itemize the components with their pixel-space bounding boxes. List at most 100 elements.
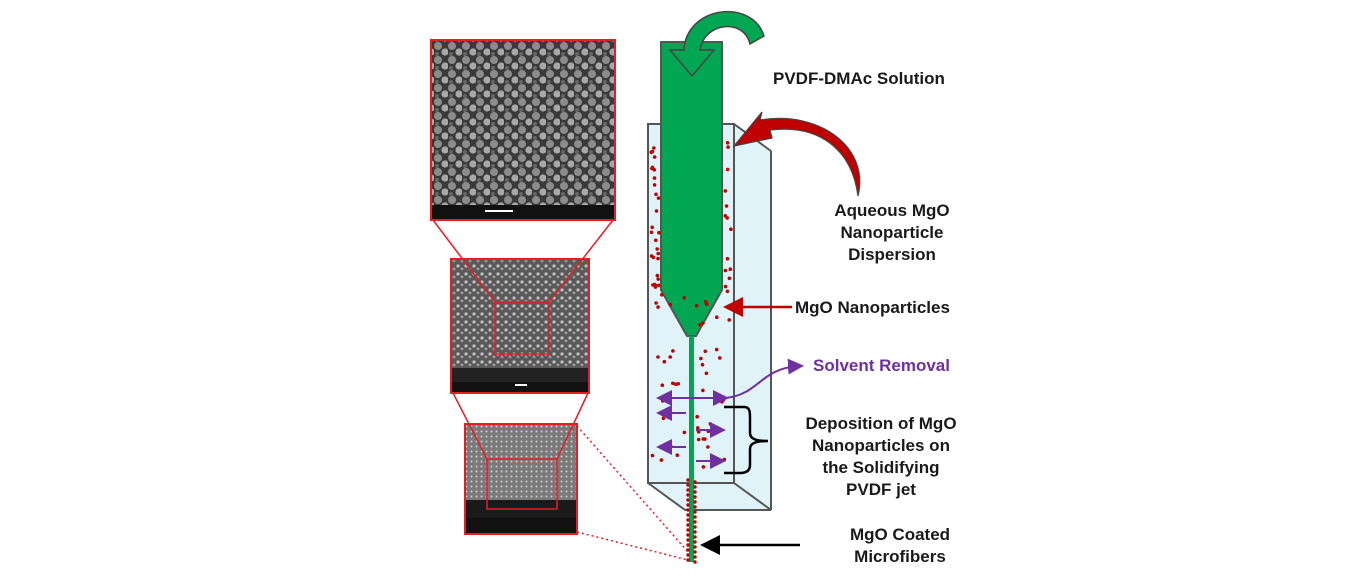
nanoparticle-dot — [682, 430, 687, 435]
label-deposition: Deposition of MgO Nanoparticles on the S… — [790, 413, 972, 501]
jet-particle-dot — [686, 548, 690, 552]
jet-particle-dot — [686, 523, 690, 527]
label-deposition-line1: Deposition of MgO — [805, 414, 957, 433]
nanoparticle-dot — [656, 305, 660, 309]
jet-particle-dot — [693, 560, 697, 564]
nanoparticle-dot — [650, 453, 655, 458]
jet-particle-dot — [693, 515, 697, 519]
jet-particle-dot — [686, 508, 690, 512]
nanoparticle-dot — [703, 437, 707, 441]
nanoparticle-dot — [728, 267, 733, 272]
nanoparticle-dot — [654, 301, 658, 305]
jet-particle-dot — [686, 558, 690, 562]
label-coated-microfibers: MgO Coated Microfibers — [830, 524, 970, 568]
nanoparticle-dot — [722, 457, 727, 462]
label-coated-line1: MgO Coated — [849, 525, 951, 544]
nanoparticle-dot — [723, 284, 728, 289]
nanoparticle-dot — [696, 426, 700, 430]
nanoparticle-dot — [650, 225, 654, 230]
nanoparticle-dot — [653, 283, 658, 287]
nanoparticle-dot — [675, 453, 680, 458]
nanoparticle-dot — [661, 416, 666, 421]
nanoparticle-dot — [700, 362, 705, 367]
spinneret — [660, 41, 723, 337]
nanoparticle-dot — [701, 465, 706, 469]
jet-particle-dot — [686, 538, 690, 542]
nanoparticle-dot — [705, 302, 709, 307]
nanoparticle-dot — [682, 296, 687, 300]
jet-particle-dot — [693, 520, 697, 524]
solution-feed-arrow — [668, 11, 765, 78]
jet-particle-dot — [693, 545, 697, 549]
label-coated-line2: Microfibers — [854, 547, 946, 566]
jet-particle-dot — [693, 505, 697, 509]
jet-particle-dot — [686, 513, 690, 517]
label-deposition-line3: the Solidifying — [822, 458, 940, 477]
nanoparticle-dot — [662, 359, 667, 364]
jet-particle-dot — [686, 478, 690, 482]
nanoparticle-dot — [655, 247, 659, 251]
jet-particle-dot — [693, 485, 697, 489]
nanoparticle-dot — [668, 355, 672, 359]
nanoparticle-dot — [650, 165, 655, 170]
nanoparticle-dot — [655, 273, 660, 278]
zoom-line-dotted — [576, 531, 689, 561]
nanoparticle-dot — [654, 238, 658, 243]
nanoparticle-dot — [657, 283, 661, 288]
nanoparticle-dot — [657, 230, 661, 235]
nanoparticle-dot — [714, 347, 719, 352]
nanoparticle-dot — [660, 383, 665, 388]
deposition-brace — [724, 405, 769, 475]
nanoparticle-dot — [725, 141, 730, 145]
zoom-line — [548, 219, 614, 303]
nanoparticle-dot — [723, 189, 728, 193]
nanoparticle-dot — [649, 230, 654, 235]
dispersion-feed-arrow — [732, 111, 861, 197]
nanoparticle-dot — [726, 145, 730, 149]
jet-particle-dot — [693, 490, 697, 494]
nanoparticle-dot — [696, 437, 701, 442]
label-solvent-removal: Solvent Removal — [813, 356, 950, 375]
nanoparticle-dot — [698, 323, 702, 327]
nanoparticle-dot — [725, 256, 730, 261]
jet-particle-dot — [693, 550, 697, 554]
jet-particle-dot — [686, 543, 690, 547]
jet-particle-dot — [686, 553, 690, 557]
nanoparticle-dot — [652, 183, 657, 187]
nanoparticle-dot — [659, 458, 664, 462]
jet-particle-dot — [686, 533, 690, 537]
nanoparticle-dot — [723, 214, 728, 218]
jet-particle-dot — [693, 510, 697, 514]
label-dispersion-line1: Aqueous MgO — [834, 201, 950, 220]
nanoparticle-dot — [652, 155, 657, 159]
label-deposition-line2: Nanoparticles on — [812, 436, 950, 455]
nanoparticle-dot — [652, 146, 656, 150]
nanoparticle-dot — [706, 445, 710, 449]
jet-coating-particles — [686, 478, 697, 564]
nanoparticle-dot — [708, 422, 713, 426]
jet-particle-dot — [686, 493, 690, 497]
nanoparticle-dot — [727, 276, 732, 281]
label-mgo-nanoparticles: MgO Nanoparticles — [795, 298, 950, 317]
nanoparticle-dot — [652, 176, 657, 180]
jet-particle-dot — [693, 555, 697, 559]
nanoparticle-dot — [729, 227, 733, 231]
nanoparticle-dot — [656, 355, 660, 359]
nanoparticle-dot — [650, 149, 655, 154]
zoom-frame-middle — [494, 301, 550, 355]
jet-particle-dot — [693, 480, 697, 484]
jet-particle-dot — [693, 535, 697, 539]
nanoparticle-dot — [654, 209, 659, 213]
nanoparticle-dot — [654, 192, 658, 197]
jet-particle-dot — [693, 495, 697, 499]
nanoparticle-dot — [694, 303, 699, 308]
nanoparticle-dot — [725, 167, 730, 172]
nanoparticle-dot — [724, 204, 729, 208]
jet-particle-dot — [693, 525, 697, 529]
zoom-line — [556, 392, 589, 460]
nanoparticle-dot — [699, 356, 703, 361]
nanoparticle-dot — [671, 349, 675, 353]
nanoparticle-dot — [723, 268, 728, 273]
jet-particle-dot — [686, 503, 690, 507]
nanoparticle-dot — [660, 399, 665, 403]
